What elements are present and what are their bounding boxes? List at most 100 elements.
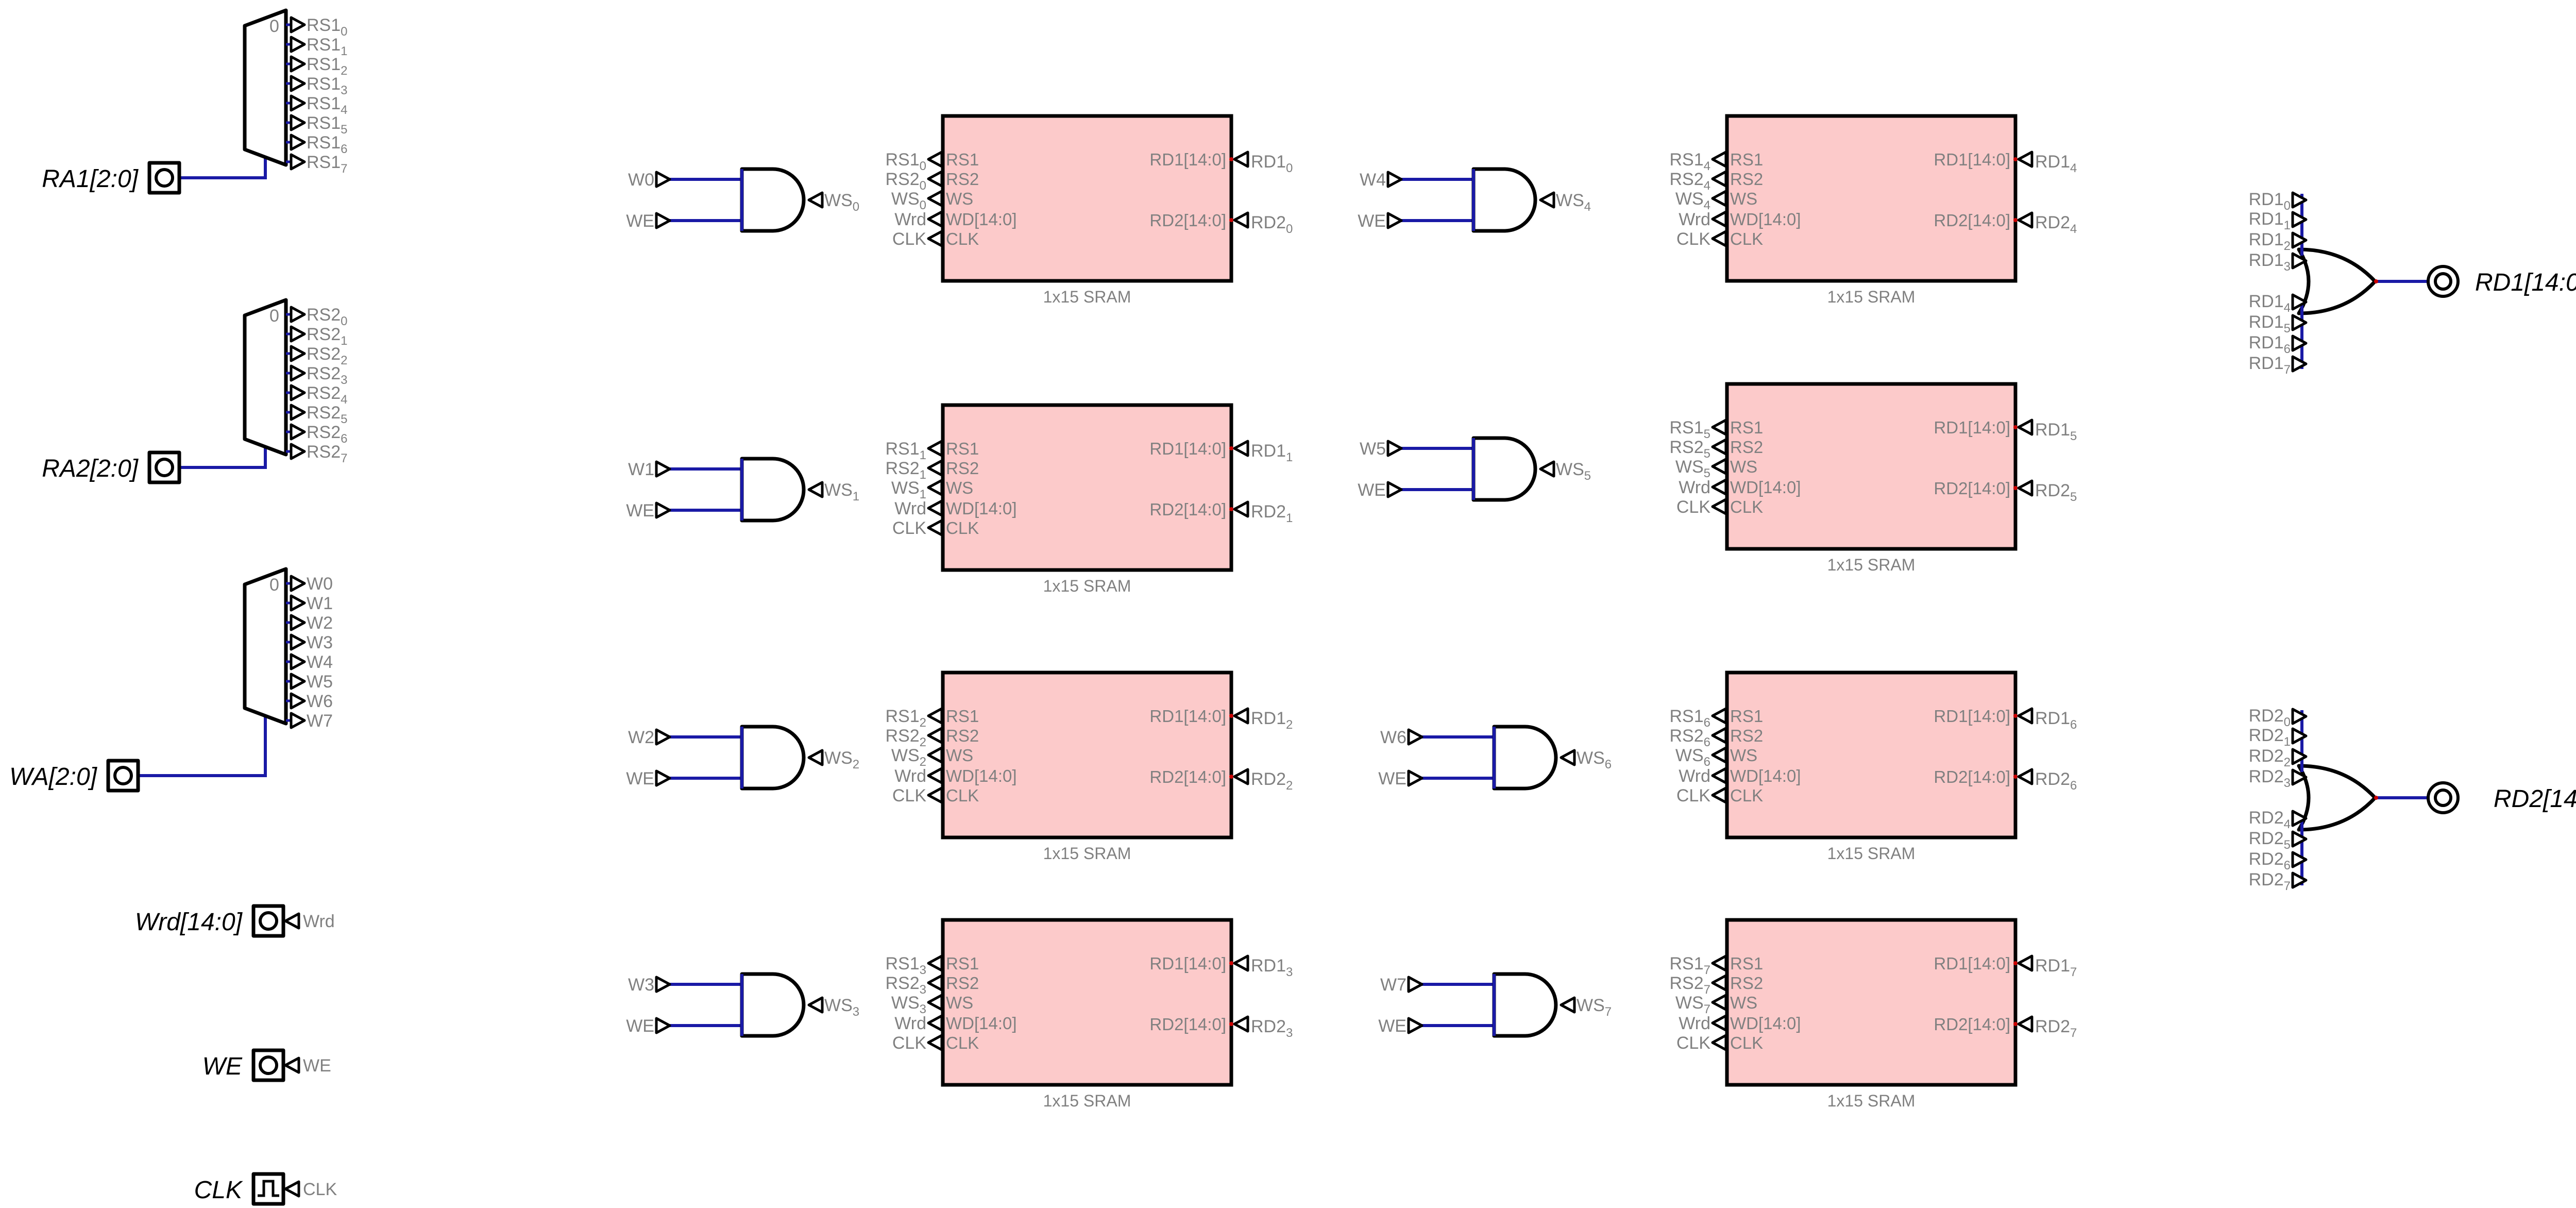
or-input-label: RD17 bbox=[2249, 354, 2291, 377]
sram-caption: 1x15 SRAM bbox=[1043, 577, 1131, 595]
triangle-tunnel-icon bbox=[655, 1017, 671, 1034]
triangle-tunnel-icon bbox=[1711, 438, 1727, 456]
sram-external-input-label: RS17 bbox=[1670, 954, 1711, 977]
triangle-tunnel-icon bbox=[2291, 252, 2308, 270]
rd2-output-pin[interactable]: RD2[14:0] bbox=[2427, 781, 2576, 814]
triangle-tunnel-icon bbox=[927, 479, 943, 496]
we-input-pin[interactable]: WE WE bbox=[202, 1048, 331, 1082]
and-ws-output-label: WS3 bbox=[824, 996, 859, 1019]
triangle-tunnel-icon bbox=[655, 769, 671, 787]
sram-output-stub bbox=[2013, 157, 2018, 161]
triangle-tunnel-icon bbox=[2291, 748, 2308, 765]
and-gate-body bbox=[1492, 972, 1558, 1038]
sram-port-label: RS1 bbox=[1730, 707, 1763, 726]
or-input-label: RD20 bbox=[2249, 706, 2291, 729]
circle-output-pin-icon bbox=[2427, 265, 2460, 298]
sram-port-label: RS2 bbox=[946, 170, 979, 189]
sram-external-output-label: RD26 bbox=[2035, 769, 2077, 793]
rd1-output-pin[interactable]: RD1[14:0] bbox=[2427, 265, 2576, 298]
triangle-tunnel-icon bbox=[927, 767, 943, 784]
triangle-tunnel-icon bbox=[1386, 481, 1403, 498]
triangle-tunnel-icon bbox=[807, 481, 824, 498]
sram-port-label: RS2 bbox=[1730, 726, 1763, 745]
sram-external-input-label: CLK bbox=[1676, 1033, 1710, 1053]
triangle-tunnel-icon bbox=[1233, 707, 1249, 725]
triangle-tunnel-icon bbox=[1711, 170, 1727, 188]
triangle-tunnel-icon bbox=[1711, 974, 1727, 992]
ra2-input-pin[interactable]: RA2[2:0] bbox=[42, 450, 181, 484]
wa-input-pin[interactable]: WA[2:0] bbox=[9, 759, 140, 793]
decoder-output-label: RS13 bbox=[307, 74, 348, 97]
and-ws-output-label: WS7 bbox=[1577, 996, 1612, 1019]
clk-input-pin[interactable]: CLK CLK bbox=[194, 1172, 337, 1206]
sram-external-input-label: CLK bbox=[892, 786, 926, 806]
sram-port-label: RS1 bbox=[1730, 418, 1763, 437]
decoder-output-label: W4 bbox=[307, 652, 333, 672]
sram-caption: 1x15 SRAM bbox=[1043, 844, 1131, 863]
and-w-input-label: W2 bbox=[628, 728, 654, 747]
sram-external-input-label: Wrd bbox=[1679, 210, 1710, 229]
sram-external-input-label: Wrd bbox=[894, 766, 926, 786]
ra1-input-pin[interactable]: RA1[2:0] bbox=[42, 161, 181, 195]
triangle-tunnel-icon bbox=[927, 974, 943, 992]
sram-external-output-label: RD21 bbox=[1251, 502, 1293, 525]
and-w-input-label: W1 bbox=[628, 460, 654, 479]
sram-port-label: WS bbox=[1730, 993, 1757, 1012]
triangle-tunnel-icon bbox=[2017, 1015, 2033, 1033]
or-input-label: RD12 bbox=[2249, 230, 2291, 253]
triangle-tunnel-icon bbox=[1711, 418, 1727, 436]
circle-output-pin-icon bbox=[2427, 781, 2460, 814]
sram-external-input-label: CLK bbox=[892, 229, 926, 249]
sram-external-output-label: RD27 bbox=[2035, 1017, 2077, 1040]
triangle-tunnel-icon bbox=[1233, 211, 1249, 229]
sram-body bbox=[941, 403, 1233, 572]
sram-port-label: WS bbox=[946, 478, 973, 497]
or-input-label: RD16 bbox=[2249, 333, 2291, 356]
triangle-tunnel-icon bbox=[1711, 498, 1727, 515]
sram-port-label: RD2[14:0] bbox=[1149, 211, 1226, 230]
sram-external-input-label: RS23 bbox=[886, 974, 927, 997]
sram-port-label: CLK bbox=[946, 786, 979, 805]
or-input-label: RD22 bbox=[2249, 746, 2291, 769]
sram-external-input-label: Wrd bbox=[894, 1014, 926, 1033]
decoder-output-label: W2 bbox=[307, 613, 333, 633]
sram-port-label: RD1[14:0] bbox=[1149, 439, 1226, 458]
sram-caption: 1x15 SRAM bbox=[1827, 556, 1916, 574]
triangle-tunnel-icon bbox=[927, 440, 943, 457]
triangle-tunnel-icon bbox=[927, 994, 943, 1011]
triangle-tunnel-icon bbox=[927, 727, 943, 744]
sram-external-output-label: RD11 bbox=[1251, 441, 1293, 464]
sram-external-input-label: CLK bbox=[1676, 229, 1710, 249]
triangle-tunnel-icon bbox=[2291, 871, 2308, 889]
decoder-output-label: RS11 bbox=[307, 35, 348, 58]
triangle-tunnel-icon bbox=[1711, 994, 1727, 1011]
sram-external-input-label: RS13 bbox=[886, 954, 927, 977]
sram-output-stub bbox=[1229, 775, 1233, 779]
and-we-input-label: WE bbox=[1358, 480, 1386, 500]
sram-external-input-label: RS15 bbox=[1670, 418, 1711, 441]
triangle-tunnel-icon bbox=[1711, 478, 1727, 496]
triangle-tunnel-icon bbox=[290, 384, 306, 401]
sram-port-label: RS1 bbox=[946, 707, 979, 726]
sram-port-label: WS bbox=[1730, 189, 1757, 208]
sram-external-output-label: RD13 bbox=[1251, 956, 1293, 979]
decoder-output-label: RS20 bbox=[307, 305, 348, 328]
wrd-input-pin[interactable]: Wrd[14:0] Wrd bbox=[135, 904, 335, 938]
triangle-tunnel-icon bbox=[1233, 768, 1249, 785]
triangle-tunnel-icon bbox=[1233, 150, 1249, 168]
sram-port-label: CLK bbox=[1730, 1033, 1763, 1052]
sram-caption: 1x15 SRAM bbox=[1827, 288, 1916, 306]
sram-external-input-label: WS5 bbox=[1675, 457, 1710, 480]
sram-port-label: RD2[14:0] bbox=[1934, 211, 2010, 230]
sram-body bbox=[1725, 918, 2018, 1087]
decoder-output-label: W0 bbox=[307, 574, 333, 594]
triangle-tunnel-icon bbox=[655, 460, 671, 478]
sram-external-input-label: WS0 bbox=[891, 189, 926, 212]
triangle-tunnel-icon bbox=[2291, 191, 2308, 209]
triangle-tunnel-icon bbox=[927, 1034, 943, 1051]
